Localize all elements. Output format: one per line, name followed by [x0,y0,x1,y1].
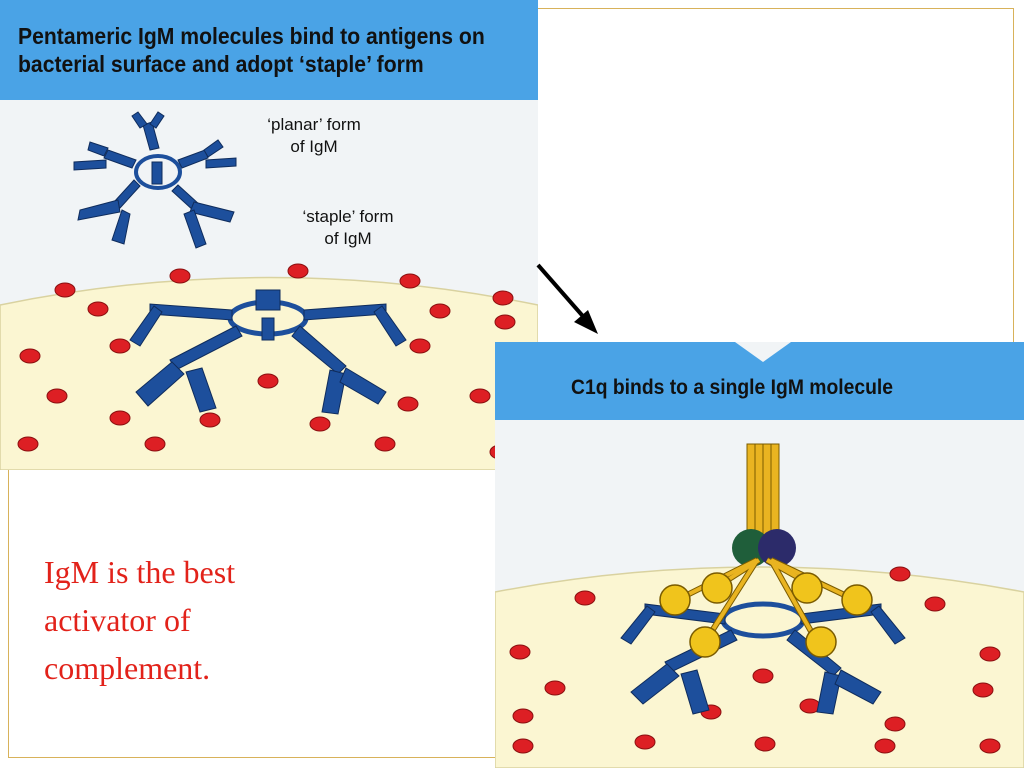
panel-bottom-title: C1q binds to a single IgM molecule [571,376,894,399]
banner-notch [735,342,791,362]
panel-igm-staple-form: Pentameric IgM molecules bind to antigen… [0,0,538,470]
label-planar-line2: of IgM [290,137,338,156]
panel-top-title: Pentameric IgM molecules bind to antigen… [18,23,485,77]
slide-caption: IgM is the best activator of complement. [44,548,344,692]
c1q-illustration [495,443,1024,768]
planar-igm [73,111,237,249]
antigens-bottom [509,566,1001,754]
label-staple-line1: ‘staple’ form [302,207,394,226]
banner-top: Pentameric IgM molecules bind to antigen… [0,0,538,100]
label-planar-line1: ‘planar’ form [267,115,361,134]
c1q-molecule [659,443,873,658]
panel-c1q-binding: C1q binds to a single IgM molecule [495,342,1024,768]
banner-bottom: C1q binds to a single IgM molecule [495,342,1024,420]
staple-igm [129,289,407,415]
label-staple-form: ‘staple’ form of IgM [288,206,408,250]
caption-line2: activator of [44,602,191,638]
label-planar-form: ‘planar’ form of IgM [254,114,374,158]
caption-line3: complement. [44,650,211,686]
antigens [17,263,516,460]
caption-line1: IgM is the best [44,554,236,590]
label-staple-line2: of IgM [324,229,372,248]
igm-illustration-top [0,111,538,470]
